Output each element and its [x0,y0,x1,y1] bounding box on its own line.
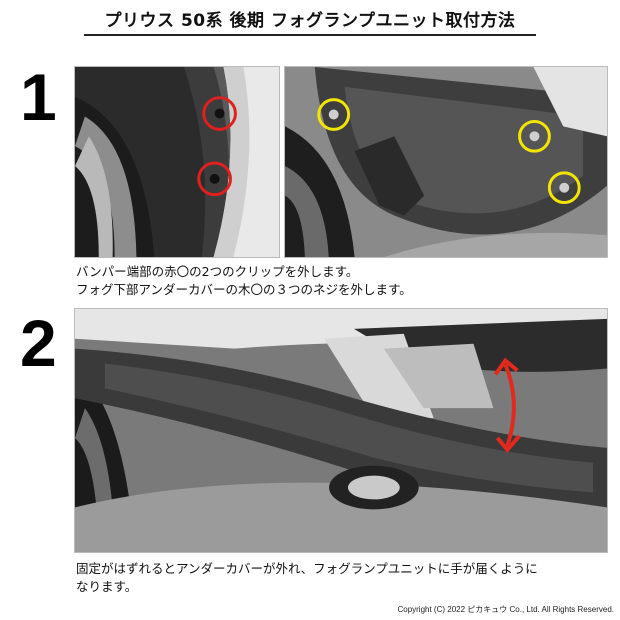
step-2-caption: 固定がはずれるとアンダーカバーが外れ、フォグランプユニットに手が届くように なり… [76,560,538,596]
step-2-caption-line: なります。 [76,579,138,594]
yellow-circle-marker [317,98,581,205]
title-underline [84,34,536,36]
step-1-caption-line: バンパー端部の赤〇の2つのクリップを外します。 [76,264,359,279]
step-2-caption-line: 固定がはずれるとアンダーカバーが外れ、フォグランプユニットに手が届くように [76,561,538,576]
step-2-photo [74,308,608,553]
page-title: プリウス 50系 後期 フォグランプユニット取付方法 [104,11,516,31]
step-1-caption: バンパー端部の赤〇の2つのクリップを外します。 フォグ下部アンダーカバーの木〇の… [76,263,412,299]
step-2-number: 2 [20,306,57,380]
step-1-caption-line: フォグ下部アンダーカバーの木〇の３つのネジを外します。 [76,282,412,297]
step-1-photo-left [74,66,280,258]
red-circle-marker [197,96,237,197]
step-1-photo-right [284,66,608,258]
step-1-number: 1 [20,60,57,134]
copyright-notice: Copyright (C) 2022 ピカキュウ Co., Ltd. All R… [397,605,614,614]
red-double-arrow [493,357,521,453]
